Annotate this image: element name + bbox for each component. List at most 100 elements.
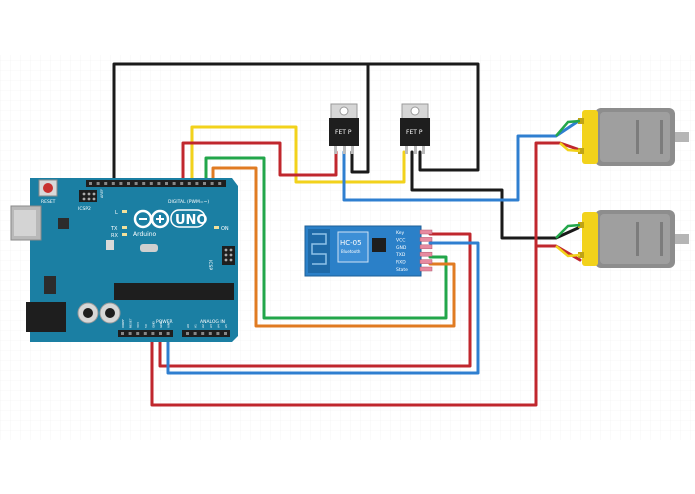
analog-pin — [216, 332, 220, 335]
analog-pin — [186, 332, 189, 335]
atmega-chip — [114, 283, 234, 300]
digital-pin — [165, 182, 168, 185]
power-jack — [26, 302, 66, 332]
tx-label: TX — [110, 226, 118, 232]
motor-1-green-lead — [555, 119, 581, 137]
hc05-pin-label: GND — [396, 245, 407, 251]
mosfet-2: FET P — [400, 103, 430, 154]
usb-chip — [58, 218, 69, 229]
wire-blue-motor1 — [342, 118, 582, 202]
board-model: UNO — [175, 213, 208, 228]
wire-black-motor2-ground — [410, 150, 580, 240]
motor-2-cap — [582, 212, 598, 266]
digital-header — [86, 180, 226, 187]
power-pin-label: GND — [159, 320, 163, 328]
digital-pin — [119, 182, 123, 185]
power-pin — [151, 332, 155, 335]
digital-pin — [127, 182, 130, 185]
uno-badge — [170, 209, 206, 228]
board-brand: Arduino — [133, 231, 157, 238]
mosfet-2-label: FET P — [406, 129, 423, 136]
power-pin — [159, 332, 162, 335]
hc05-pin — [419, 259, 433, 264]
digital-pin — [203, 182, 206, 185]
hc05-pin-label: VCC — [396, 237, 405, 243]
analog-header — [182, 330, 230, 337]
capacitor-small — [106, 240, 114, 250]
dc-motor-1 — [578, 108, 689, 166]
digital-pin — [157, 182, 161, 185]
hc05-chip — [337, 231, 369, 263]
hc05-model: HC-05 — [340, 239, 362, 247]
power-pin-label: 3V3 — [136, 322, 140, 328]
digital-pin — [180, 182, 184, 185]
reset-label: RESET — [41, 199, 56, 205]
wire-red-gate — [181, 141, 338, 184]
icsp-label: ICSP — [207, 260, 213, 270]
digital-pin — [89, 182, 92, 185]
arduino-logo — [133, 209, 170, 229]
digital-pin — [111, 182, 115, 185]
motor-2-yellow-lead — [555, 245, 581, 258]
digital-pin — [172, 182, 176, 185]
led-tx — [122, 226, 127, 229]
power-label: POWER — [156, 319, 173, 325]
wire-black-fet1-source — [350, 62, 370, 174]
analog-pin — [193, 332, 197, 335]
wire-green-txd — [204, 156, 448, 320]
icsp2-header — [79, 190, 97, 202]
digital-pin — [187, 182, 191, 185]
hc05-pin-label: RXD — [396, 260, 406, 266]
rx-label: RX — [111, 233, 118, 239]
digital-header-pins — [89, 182, 222, 185]
digital-pin — [210, 182, 214, 185]
led-rx — [122, 233, 127, 236]
regulator — [44, 276, 56, 294]
motor-1-cap — [582, 110, 598, 164]
analog-pin — [224, 332, 227, 335]
wire-blue-gnd — [166, 241, 480, 375]
hc05-pin-label: State — [396, 267, 408, 273]
power-pin-label: IOREF — [121, 319, 125, 328]
mosfet-1-label: FET P — [335, 129, 352, 136]
wire-red-vcc — [158, 232, 472, 368]
hc05-pin — [419, 244, 433, 250]
power-pin-label: RESET — [129, 318, 133, 328]
digital-pin — [195, 182, 199, 185]
hc05-pin — [419, 237, 433, 242]
digital-label: DIGITAL (PWM=~) — [168, 199, 209, 205]
analog-pin-label: A5 — [224, 324, 228, 328]
motor-leads — [555, 119, 581, 258]
wire-black-gnd-bus — [112, 62, 480, 184]
wire-orange-rxd — [211, 166, 456, 328]
aref-label: AREF — [100, 189, 104, 198]
crystal — [140, 244, 158, 252]
hc05-subtitle: Bluetooth — [341, 249, 361, 254]
analog-pin-label: A4 — [216, 324, 220, 328]
digital-pin — [96, 182, 100, 185]
power-pin — [121, 332, 124, 335]
hc05-pin-label: TXD — [395, 252, 406, 258]
dc-motor-2 — [578, 210, 689, 268]
power-pin-label: GND — [151, 320, 155, 328]
digital-pin — [218, 182, 222, 185]
wire-red-motor-power — [150, 141, 582, 407]
analog-pin-label: A0 — [186, 324, 190, 328]
analog-pin-label: A3 — [209, 324, 213, 328]
wire-yellow-gate — [190, 125, 406, 184]
l-label: L — [115, 210, 118, 216]
motor-2-green-lead — [555, 223, 581, 239]
analog-pin — [208, 332, 212, 335]
mosfet-1: FET P — [329, 103, 359, 154]
analog-pin — [201, 332, 205, 335]
power-pin-label: 5V — [144, 323, 148, 328]
led-l — [122, 210, 127, 213]
hc05-antenna — [308, 229, 330, 273]
power-pin — [166, 332, 170, 335]
hc05-pin — [419, 229, 433, 235]
arduino-pcb — [30, 178, 238, 342]
analog-pin-label: A1 — [194, 324, 198, 328]
